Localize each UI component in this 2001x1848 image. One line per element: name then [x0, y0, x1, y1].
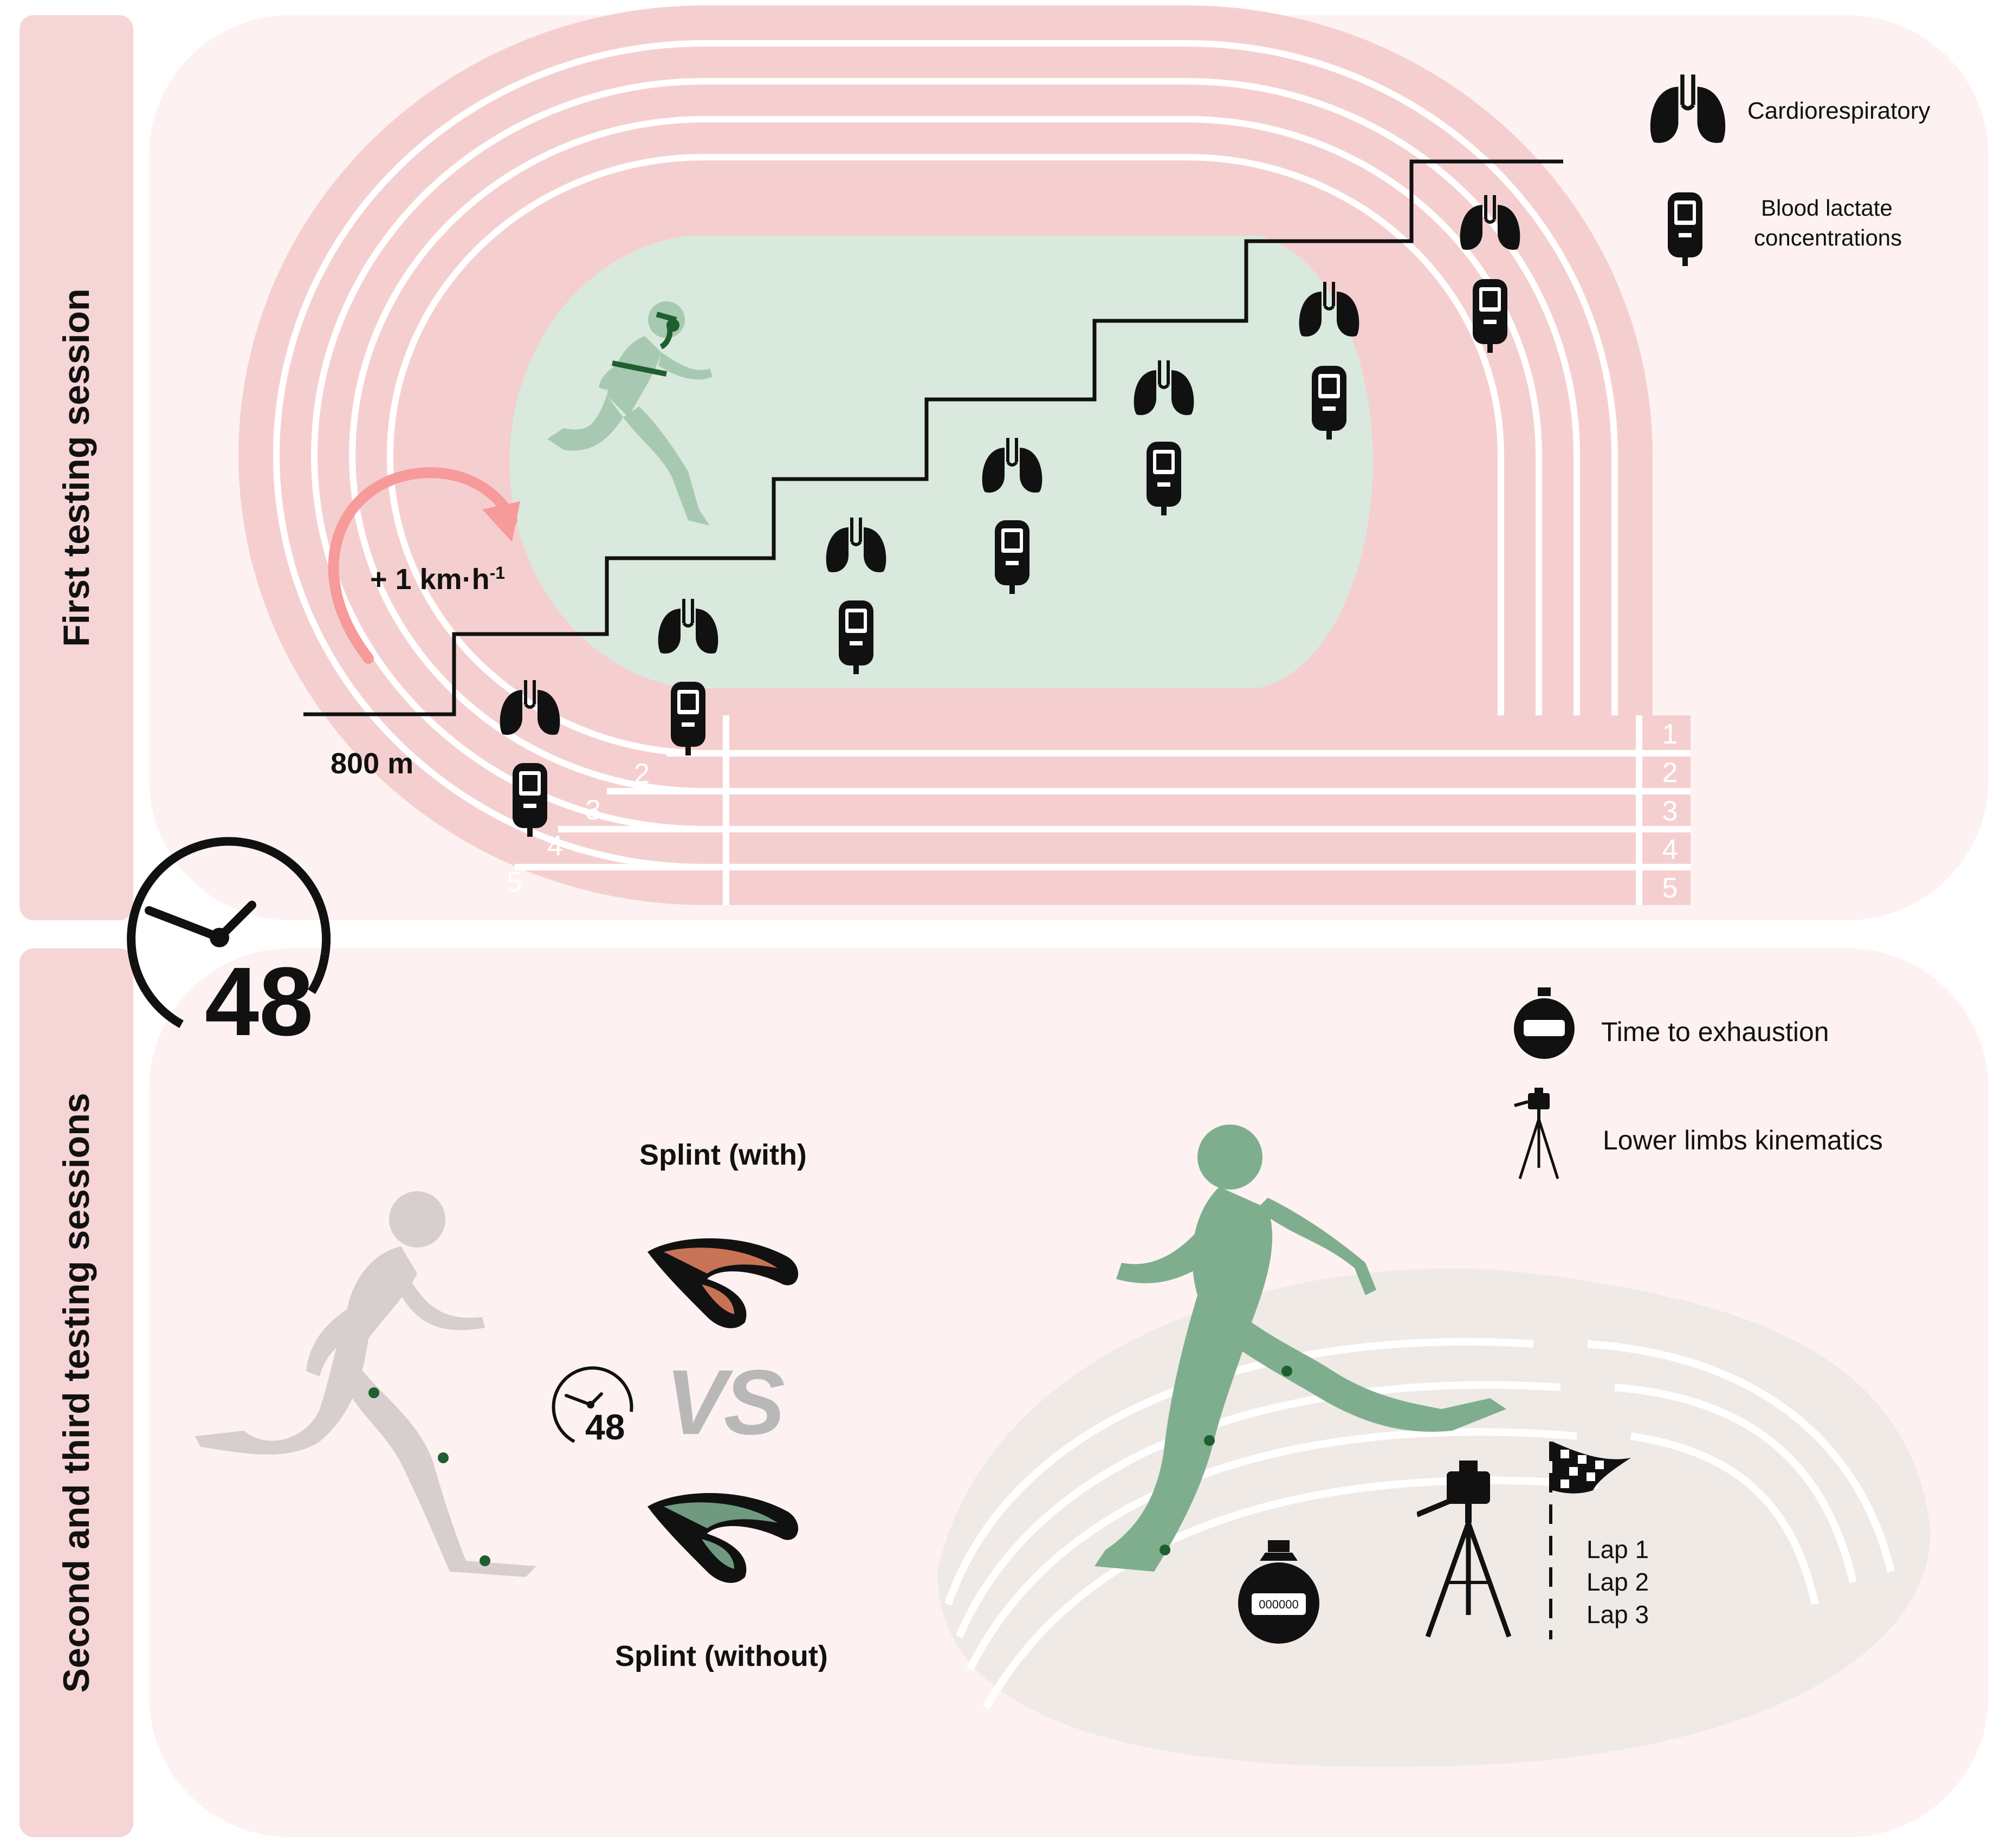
stage-4-icons [982, 438, 1042, 594]
stage-measurements [0, 0, 2001, 837]
lactate-meter-icon [1473, 279, 1507, 353]
step-line [303, 159, 1563, 716]
splint-without-icon [647, 1493, 799, 1583]
lane-number-right: 4 [1662, 834, 1678, 865]
lactate-meter-icon [1312, 366, 1346, 440]
lane-number-right: 1 [1662, 719, 1678, 750]
lane-number-left: 2 [634, 758, 650, 790]
infield [509, 236, 1373, 688]
step-protocol [303, 159, 1563, 716]
lap-2-label: Lap 2 [1586, 1568, 1649, 1596]
stage-5-icons [1134, 360, 1194, 515]
green-runner-icon [1095, 1125, 1506, 1572]
lungs-icon [1299, 282, 1359, 337]
legend-camera-icon [1514, 1088, 1559, 1179]
small-clock-icon [552, 1366, 633, 1443]
joint-marker-knee [1204, 1435, 1215, 1446]
small-clock-number: 48 [585, 1407, 625, 1447]
lane-number-right: 3 [1662, 796, 1678, 827]
tripod-camera-icon [1417, 1461, 1512, 1638]
runner-with-mask-icon [547, 301, 713, 526]
second-session-tab: Second and third testing sessions [20, 948, 133, 1837]
lactate-meter-icon [839, 600, 873, 674]
stage-1-icons [500, 680, 560, 837]
legend-lactate-meter-icon [1668, 192, 1702, 266]
joint-marker-knee [438, 1452, 449, 1463]
lane-number-left: 4 [547, 830, 563, 862]
lungs-icon [500, 680, 560, 735]
joint-marker-ankle [1160, 1545, 1170, 1555]
stopwatch-icon: 000000 [1238, 1540, 1319, 1644]
start-distance-label: 800 m [331, 747, 414, 780]
big-clock-number: 48 [205, 947, 314, 1056]
increment-arrow [328, 467, 517, 664]
joint-marker-ankle [480, 1555, 490, 1566]
lactate-meter-icon [513, 763, 547, 837]
big-clock-icon [127, 837, 331, 1028]
stage-7-icons [1460, 195, 1520, 353]
legend-lactate-line1: Blood lactate [1761, 195, 1893, 221]
increment-arrowhead [482, 501, 520, 542]
lap-1-label: Lap 1 [1586, 1535, 1649, 1563]
lane-number-left: 3 [585, 794, 601, 826]
legend-lungs-icon [1650, 75, 1725, 143]
increment-label: + 1 km·h-1 [370, 563, 506, 596]
lap-3-label: Lap 3 [1586, 1600, 1649, 1629]
lungs-icon [982, 438, 1042, 493]
joint-marker-hip [368, 1387, 379, 1398]
splint-with-icon [647, 1238, 799, 1328]
lungs-icon [658, 599, 718, 654]
stage-2-icons [658, 599, 718, 755]
lactate-meter-icon [1147, 442, 1181, 515]
stopwatch-display: 000000 [1259, 1598, 1298, 1611]
finish-flag-icon [1549, 1442, 1631, 1639]
lungs-icon [1460, 195, 1520, 250]
lane-number-right: 5 [1662, 873, 1678, 904]
legend-lactate-line2: concentrations [1754, 225, 1902, 250]
lungs-icon [1134, 360, 1194, 415]
lane-number-left: 5 [507, 867, 522, 898]
joint-marker-hip [1281, 1366, 1292, 1377]
grey-runner-icon [195, 1191, 536, 1577]
legend-stopwatch-icon [1514, 987, 1575, 1059]
legend-cardio: Cardiorespiratory [1747, 98, 1931, 124]
lactate-meter-icon [995, 520, 1029, 594]
lane-number-right: 2 [1662, 757, 1678, 789]
first-session-tab: First testing session [20, 15, 133, 920]
second-session-label: Second and third testing sessions [56, 1093, 97, 1693]
versus-label: VS [665, 1351, 785, 1454]
splint-with-label: Splint (with) [639, 1139, 807, 1171]
lactate-meter-icon [671, 682, 705, 755]
splint-without-label: Splint (without) [615, 1640, 828, 1672]
lungs-icon [826, 518, 886, 572]
legend-time-label: Time to exhaustion [1601, 1017, 1829, 1047]
stage-3-icons [826, 518, 886, 674]
stage-6-icons [1299, 282, 1359, 440]
legend-kinematics-label: Lower limbs kinematics [1603, 1125, 1883, 1155]
